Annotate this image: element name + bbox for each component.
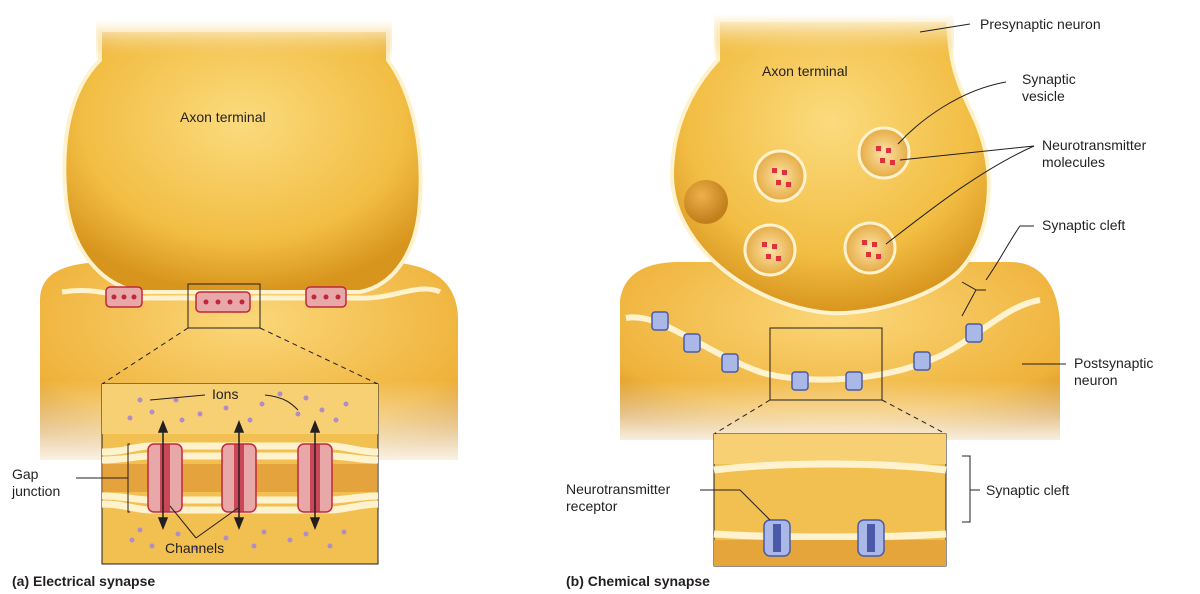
label-presynaptic-neuron: Presynaptic neuron: [980, 16, 1101, 33]
axon-terminal-a: [64, 30, 420, 292]
label-synaptic-cleft: Synaptic cleft: [1042, 217, 1125, 234]
caption-a: (a) Electrical synapse: [12, 573, 155, 589]
label-neurotransmitter-molecules: Neurotransmitter molecules: [1042, 137, 1146, 171]
inset-a: [102, 384, 378, 564]
label-postsynaptic-neuron-line2: neuron: [1074, 372, 1153, 389]
label-receptor-line2: receptor: [566, 498, 670, 515]
label-axon-terminal-b: Axon terminal: [762, 63, 848, 80]
label-synaptic-vesicle: Synaptic vesicle: [1022, 71, 1076, 105]
label-synaptic-vesicle-line2: vesicle: [1022, 88, 1076, 105]
label-neurotransmitter-receptor: Neurotransmitter receptor: [566, 481, 670, 515]
label-axon-terminal-a: Axon terminal: [180, 109, 266, 126]
channel-1: [148, 444, 182, 512]
label-synaptic-vesicle-line1: Synaptic: [1022, 71, 1076, 88]
label-neurotransmitter-molecules-line2: molecules: [1042, 154, 1146, 171]
inset-receptor-2: [858, 520, 884, 556]
panel-a-electrical: [40, 20, 460, 564]
caption-b: (b) Chemical synapse: [566, 573, 710, 589]
inset-receptor-1: [764, 520, 790, 556]
label-gap-junction-line1: Gap: [12, 466, 60, 483]
label-postsynaptic-neuron: Postsynaptic neuron: [1074, 355, 1153, 389]
label-neurotransmitter-molecules-line1: Neurotransmitter: [1042, 137, 1146, 154]
label-gap-junction: Gap junction: [12, 466, 60, 500]
label-receptor-line1: Neurotransmitter: [566, 481, 670, 498]
inset-b: [714, 434, 946, 566]
label-synaptic-cleft-inset: Synaptic cleft: [986, 482, 1069, 499]
label-ions: Ions: [212, 386, 238, 403]
label-postsynaptic-neuron-line1: Postsynaptic: [1074, 355, 1153, 372]
label-channels: Channels: [165, 540, 224, 557]
label-gap-junction-line2: junction: [12, 483, 60, 500]
